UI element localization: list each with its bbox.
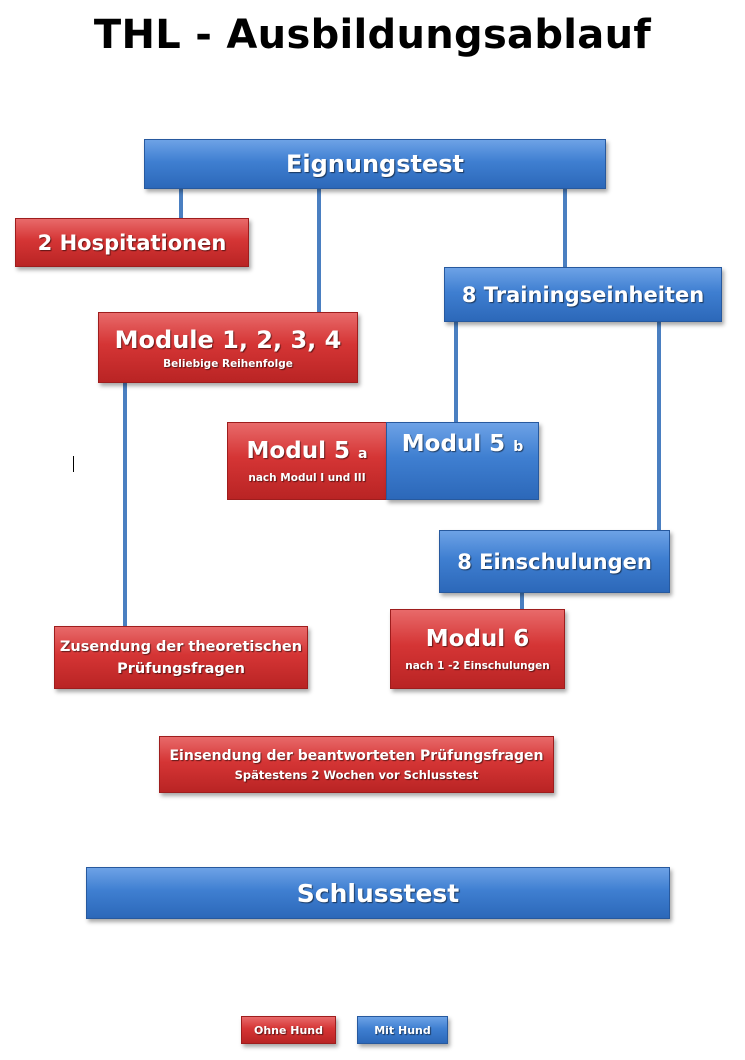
zusendung-line1: Zusendung der theoretischen (59, 638, 303, 655)
zusendung-box: Zusendung der theoretischen Prüfungsfrag… (54, 626, 308, 689)
zusendung-line2: Prüfungsfragen (117, 660, 245, 677)
schlusstest-label: Schlusstest (296, 878, 460, 908)
modul-5a-title: Modul 5 (246, 438, 350, 464)
trainingseinheiten-label: 8 Trainingseinheiten (461, 282, 705, 307)
einsendung-line1: Einsendung der beantworteten Prüfungsfra… (169, 747, 544, 764)
modul-5b-title: Modul 5 (401, 431, 506, 457)
connector-eignung-training (563, 189, 567, 267)
einschulungen-label: 8 Einschulungen (457, 549, 652, 574)
modul-6-box: Modul 6 nach 1 -2 Einschulungen (390, 609, 565, 689)
schlusstest-box: Schlusstest (86, 867, 670, 919)
connector-eignung-hospitationen (179, 189, 183, 219)
modul-5a-note: nach Modul I und III (248, 472, 366, 484)
modul-6-title: Modul 6 (425, 626, 530, 652)
module-1-4-title: Module 1, 2, 3, 4 (114, 325, 342, 354)
einsendung-box: Einsendung der beantworteten Prüfungsfra… (159, 736, 554, 793)
modul-5b-box: Modul 5 b (386, 422, 539, 500)
legend-ohne-hund: Ohne Hund (241, 1016, 336, 1044)
trainingseinheiten-box: 8 Trainingseinheiten (444, 267, 722, 322)
connector-module-zusendung (123, 383, 127, 626)
connector-training-modul5b (454, 322, 458, 422)
text-cursor (73, 456, 74, 472)
legend-mit-hund-label: Mit Hund (374, 1023, 431, 1037)
page-title: THL - Ausbildungsablauf (93, 12, 652, 58)
connector-training-einschulungen (657, 322, 661, 530)
modul-6-note: nach 1 -2 Einschulungen (405, 660, 550, 672)
einschulungen-box: 8 Einschulungen (439, 530, 670, 593)
modul-5a-box: Modul 5 a nach Modul I und III (227, 422, 387, 500)
module-1-4-note: Beliebige Reihenfolge (163, 357, 293, 370)
eignungstest-box: Eignungstest (144, 139, 606, 189)
legend-mit-hund: Mit Hund (357, 1016, 448, 1044)
hospitationen-box: 2 Hospitationen (15, 218, 249, 267)
einsendung-line2: Spätestens 2 Wochen vor Schlusstest (234, 767, 479, 782)
connector-einschulungen-modul6 (520, 593, 524, 609)
connector-eignung-module (317, 189, 321, 312)
eignungstest-label: Eignungstest (285, 150, 465, 178)
legend-ohne-hund-label: Ohne Hund (253, 1023, 324, 1037)
hospitationen-label: 2 Hospitationen (37, 230, 227, 255)
modul-5a-suffix: a (357, 446, 368, 462)
module-1-4-box: Module 1, 2, 3, 4 Beliebige Reihenfolge (98, 312, 358, 383)
modul-5b-suffix: b (513, 439, 524, 455)
